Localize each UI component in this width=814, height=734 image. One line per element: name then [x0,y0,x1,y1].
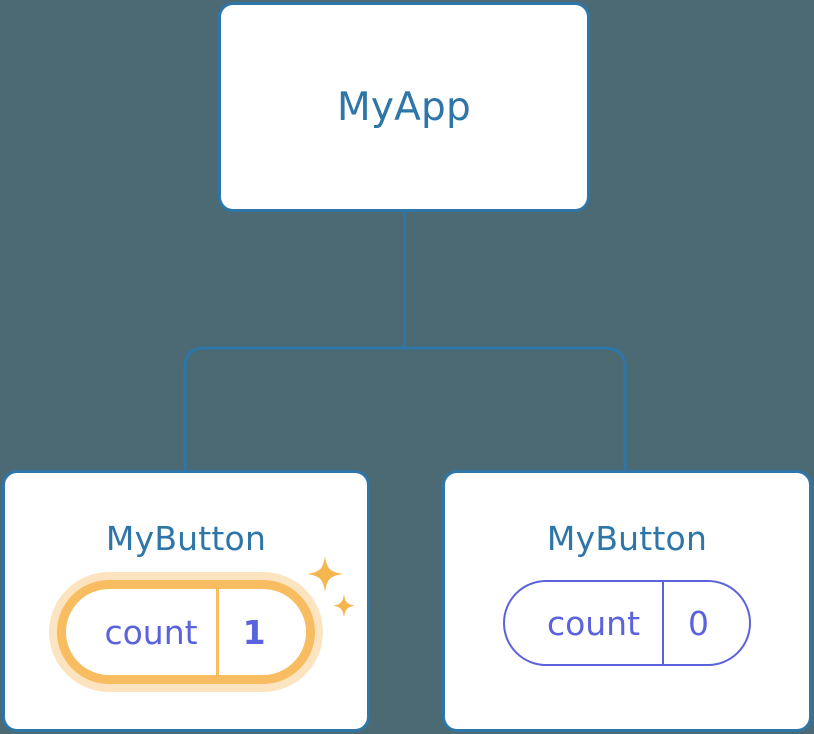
state-pill-right-wrap: count 0 [502,580,752,666]
node-mybutton-right[interactable]: MyButton count 0 [442,470,812,732]
state-pill-left-wrap: count 1 [57,556,355,684]
connector-branch-right [404,346,627,472]
node-mybutton-right-title: MyButton [546,519,708,558]
sparkle-icon-large [306,556,343,592]
node-myapp-title: MyApp [337,84,471,130]
state-pill-right[interactable]: count 0 [502,580,752,666]
state-key-left: count [104,612,198,652]
state-value-left: 1 [215,589,306,675]
state-value-right: 0 [662,582,749,664]
state-pill-left[interactable]: count 1 [57,580,315,684]
connector-branch-left [183,346,405,472]
node-mybutton-left[interactable]: MyButton count 1 [2,470,370,732]
node-mybutton-left-title: MyButton [105,519,267,558]
state-key-right: count [546,603,641,643]
node-myapp[interactable]: MyApp [218,2,590,212]
sparkle-icon-small [332,594,355,618]
